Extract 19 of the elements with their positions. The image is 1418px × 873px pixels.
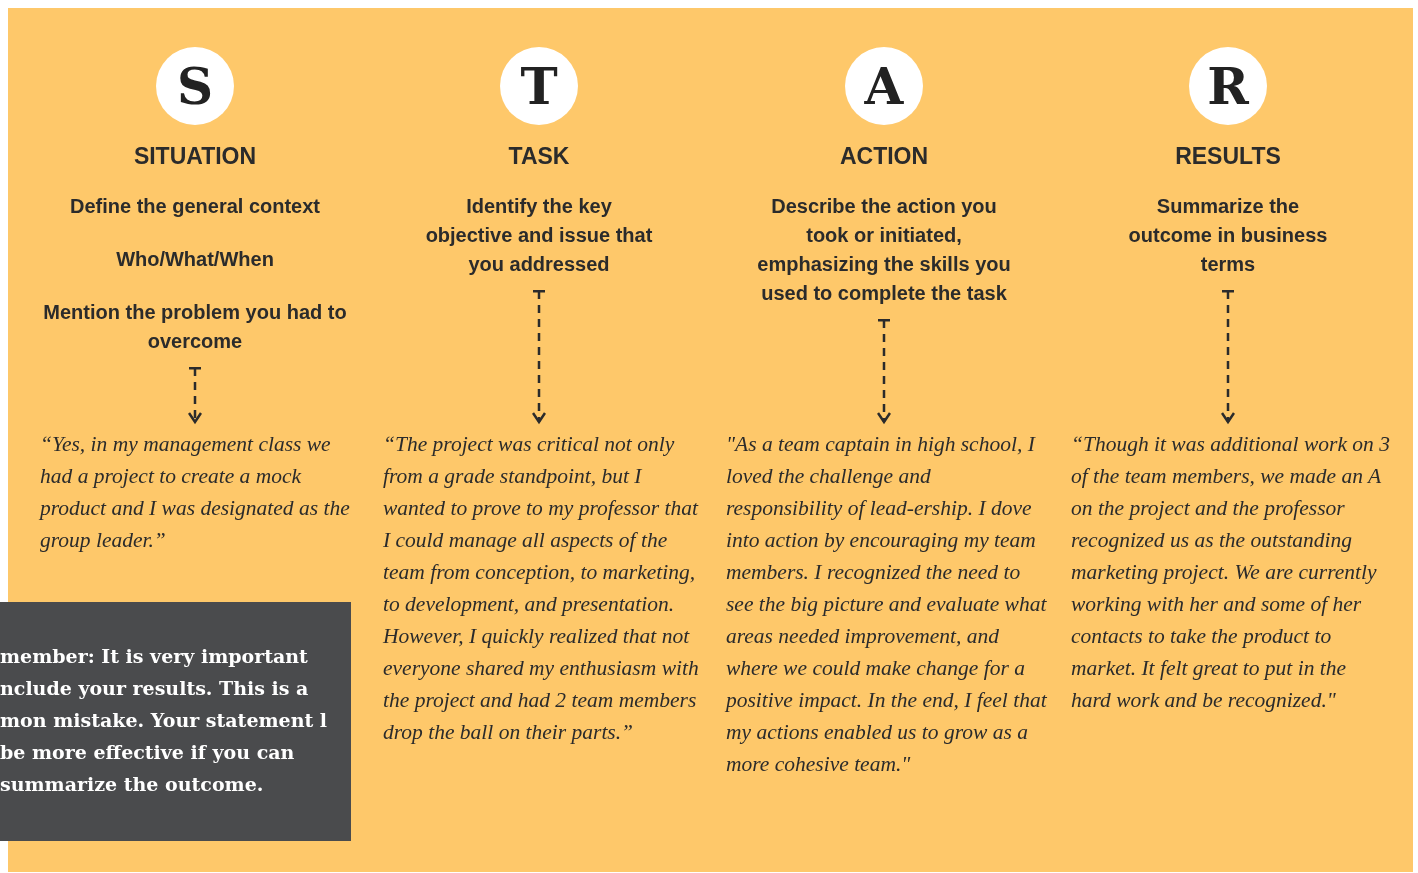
description-text: Describe the action you took or initiated, emphasizing the skills you used to complete the task bbox=[756, 194, 1012, 306]
dashed-arrow bbox=[531, 289, 547, 424]
description-text: Summarize the outcome in business terms bbox=[1128, 194, 1328, 277]
description-text: Who/What/When bbox=[115, 247, 275, 272]
section-heading: ACTION bbox=[838, 143, 930, 170]
description-text: Mention the problem you had to overcome bbox=[42, 300, 348, 354]
dashed-arrow bbox=[187, 366, 203, 424]
dashed-arrow bbox=[1220, 289, 1236, 424]
section-heading: RESULTS bbox=[1174, 143, 1282, 170]
description-text: Identify the key objective and issue that you addressed bbox=[424, 194, 654, 277]
quote-text: “Though it was additional work on 3 of the team members, we made an A on the project and the professor recognized us as the outstanding marketing project. We are currently working with her and some of her contacts to take the product to market. It felt great to put in the hard work and be recognized." bbox=[1071, 428, 1391, 716]
quote-text: “The project was critical not only from a grade standpoint, but I wanted to prove to my professor that I could manage all aspects of the team from conception, to marketing, to development, and presentation. However, I quickly realized that not everyone shared my enthusiasm with the project and had 2 team members drop the ball on their parts.” bbox=[383, 428, 703, 748]
section-heading: SITUATION bbox=[132, 143, 258, 170]
quote-text: “Yes, in my management class we had a project to create a mock product and I was designated as the group leader.” bbox=[40, 428, 360, 556]
note-panel: member: It is very important nclude your results. This is a mon mistake. Your statement l be more effective if you can summarize the outcome. bbox=[0, 602, 351, 841]
dashed-arrow bbox=[876, 318, 892, 424]
description-text: Define the general context bbox=[68, 194, 322, 219]
quote-text: "As a team captain in high school, I loved the challenge and responsibility of lead-ership. I dove into action by encouraging my team members. I recognized the need to see the big picture and evaluate what areas needed improvement, and where we could make change for a positive impact. In the end, I feel that my actions enabled us to grow as a more cohesive team." bbox=[726, 428, 1051, 780]
section-heading: TASK bbox=[507, 143, 571, 170]
